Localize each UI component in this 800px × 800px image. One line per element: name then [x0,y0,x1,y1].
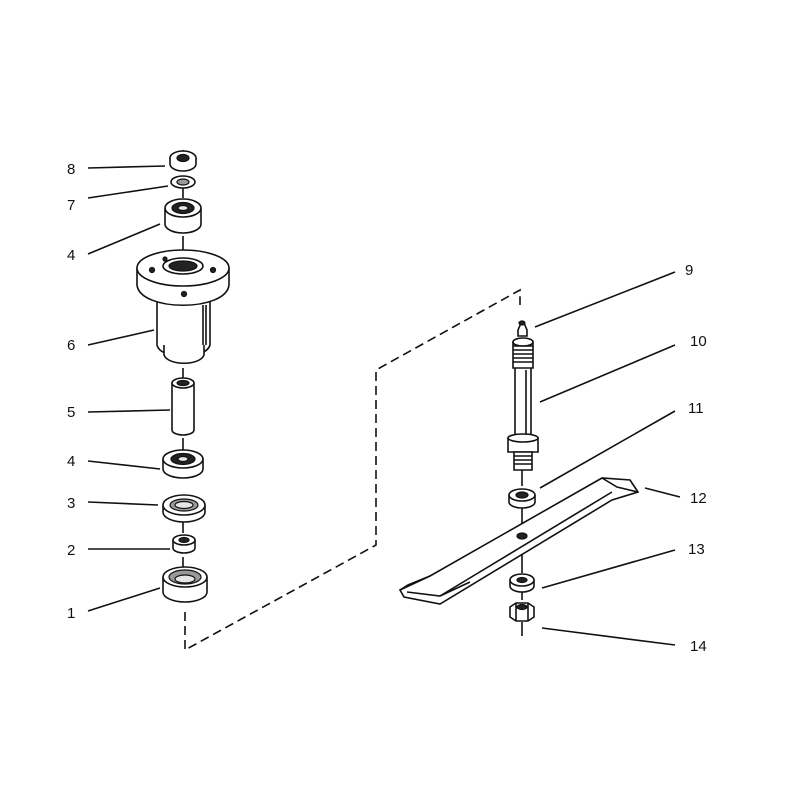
leader-12 [644,487,681,498]
callout-label-7: 7 [67,197,76,214]
assembly-connector-line [184,288,521,652]
callout-label-8: 8 [67,161,76,178]
leader-5 [87,409,171,413]
part-10-spindle-shaft [507,337,539,471]
callout-label-12: 12 [690,490,707,507]
leader-8 [87,165,166,169]
callout-label-11: 11 [688,400,704,417]
part-7-washer [170,175,196,189]
part-5-spacer [171,377,195,436]
leader-lines [87,165,681,646]
part-6-spindle-housing [136,249,230,365]
part-11-washer [508,488,536,509]
leader-4a [87,223,161,255]
callout-label-10: 10 [690,333,707,350]
part-4-lower-bearing [162,449,204,479]
callout-label-9: 9 [685,262,694,279]
callout-label-3: 3 [67,495,76,512]
leader-13 [541,549,676,589]
callout-label-2: 2 [67,542,76,559]
callout-label-14: 14 [690,638,707,655]
callout-label-4a: 4 [67,247,76,264]
part-3-seal [162,494,206,523]
part-8-nut [169,150,197,172]
part-12-blade [398,477,640,605]
part-13-lock-washer [509,573,535,593]
leader-3 [87,501,159,506]
part-4-upper-bearing [164,198,202,234]
leader-7 [87,185,169,199]
callout-label-4b: 4 [67,453,76,470]
leader-10 [539,344,676,403]
callout-label-5: 5 [67,404,76,421]
leader-4b [87,460,161,470]
leader-14 [541,627,676,646]
callout-label-6: 6 [67,337,76,354]
part-9-grease-fitting [517,320,528,337]
callout-label-1: 1 [67,605,76,622]
leader-11 [539,410,676,489]
leader-6 [87,329,155,346]
part-1-cap [162,566,208,603]
leader-1 [87,587,161,612]
leader-9 [534,271,676,328]
callout-label-13: 13 [688,541,705,558]
part-2-spacer [172,534,196,554]
part-14-hex-nut [509,602,535,622]
